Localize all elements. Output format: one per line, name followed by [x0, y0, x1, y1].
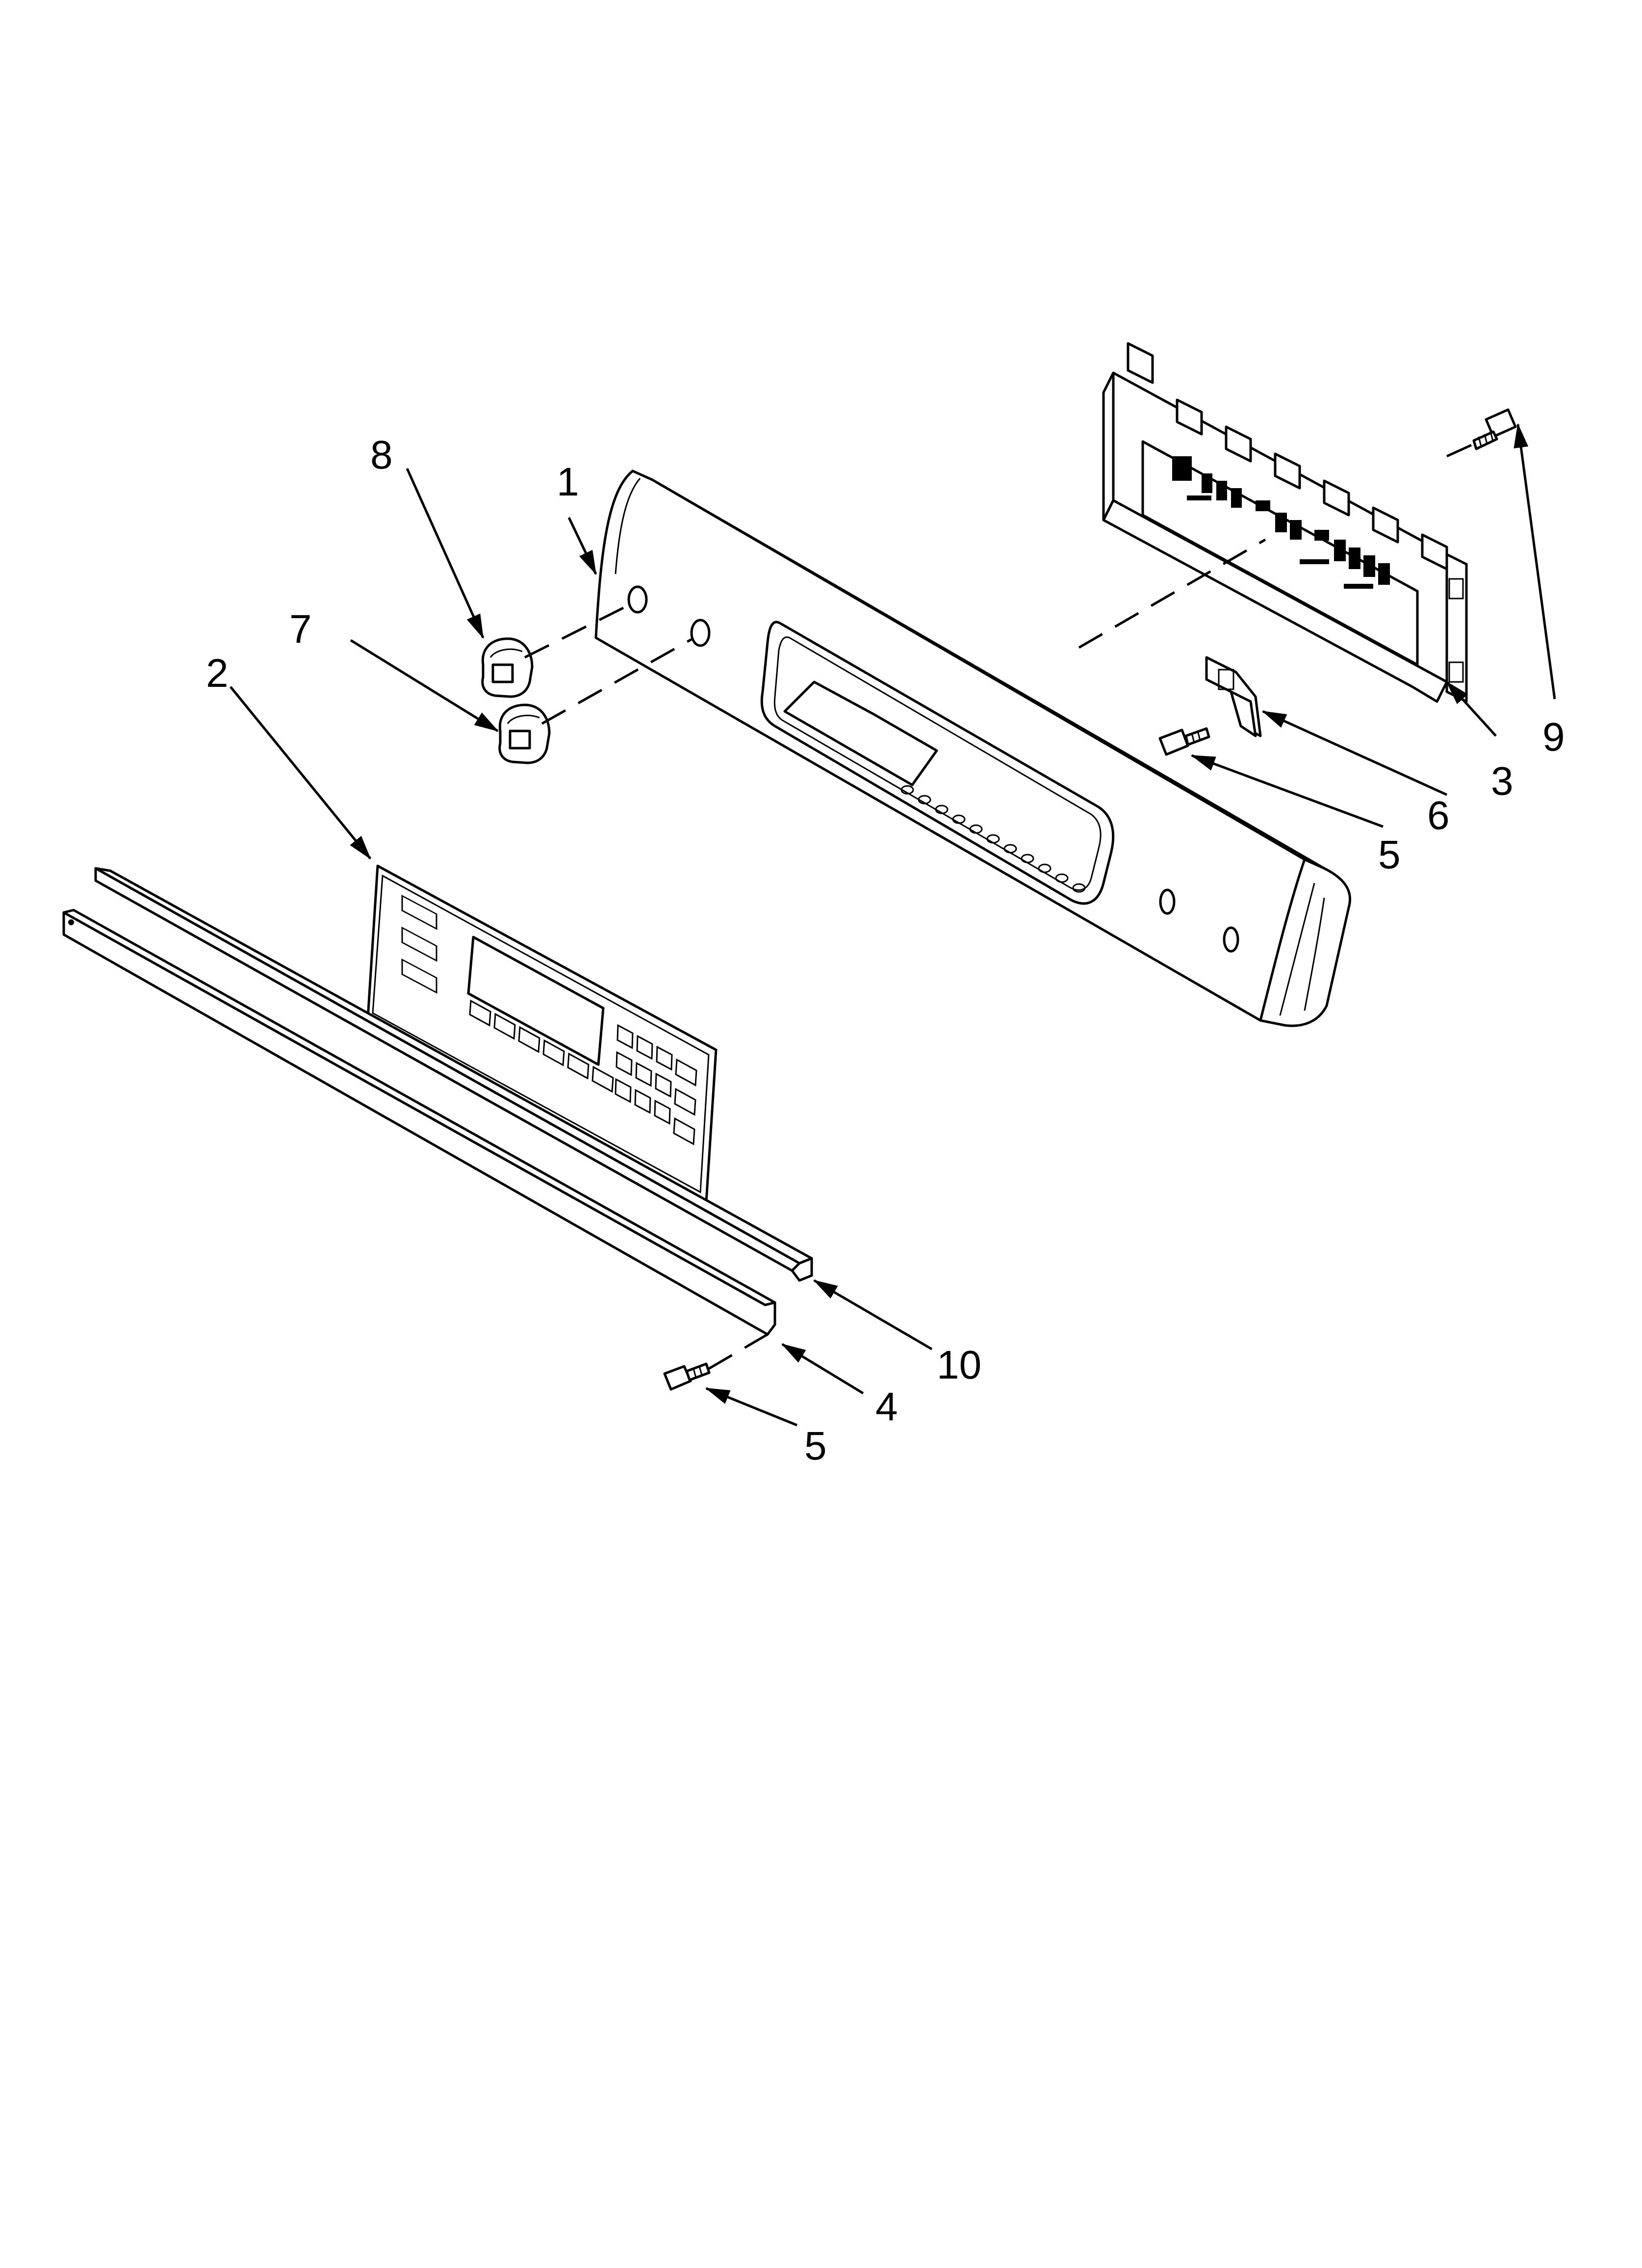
- leader-1: [567, 517, 597, 575]
- callout-7: 7: [289, 607, 312, 652]
- trim-strip-part: [62, 909, 776, 1336]
- panel-clips: [900, 785, 1086, 893]
- screw-part-9: [1472, 408, 1517, 450]
- board-lcd-segments: [1172, 456, 1390, 589]
- leader-2: [230, 686, 371, 860]
- leader-8: [406, 468, 485, 639]
- screw-part-5-lower: [663, 1362, 711, 1391]
- leader-4: [781, 1343, 864, 1395]
- callout-10: 10: [937, 1343, 981, 1387]
- callout-5-upper: 5: [1378, 833, 1401, 877]
- callout-4: 4: [875, 1384, 898, 1429]
- leader-6: [1261, 710, 1448, 796]
- callout-2: 2: [206, 651, 229, 696]
- numeric-keypad: [615, 1024, 697, 1146]
- leader-5-lower: [705, 1387, 797, 1427]
- callout-8: 8: [370, 433, 393, 477]
- leader-10: [813, 1279, 933, 1351]
- mounting-bracket-part: [1205, 656, 1262, 737]
- leader-5-upper: [1190, 754, 1384, 828]
- callout-6: 6: [1427, 793, 1450, 838]
- keypad-overlay-part: [366, 864, 718, 1203]
- leader-3: [1446, 681, 1497, 737]
- assembly-lines: [524, 443, 1475, 1370]
- callout-1: 1: [557, 460, 579, 504]
- knob-part-8: [481, 637, 534, 698]
- trim-channel-part: [94, 867, 813, 1282]
- control-panel-part: [594, 469, 1352, 1027]
- leader-9: [1514, 423, 1556, 700]
- leader-7: [350, 639, 499, 732]
- callout-5-lower: 5: [804, 1424, 827, 1468]
- callout-labels: 1 2 3 4 5 5 6 7 8 9 10: [206, 433, 1565, 1468]
- callout-9: 9: [1542, 715, 1565, 759]
- leader-arrows: [230, 423, 1556, 1427]
- callout-3: 3: [1491, 759, 1514, 804]
- screw-part-5-upper: [1158, 727, 1210, 756]
- knob-part-7: [498, 704, 551, 764]
- control-board-part: [1102, 342, 1468, 703]
